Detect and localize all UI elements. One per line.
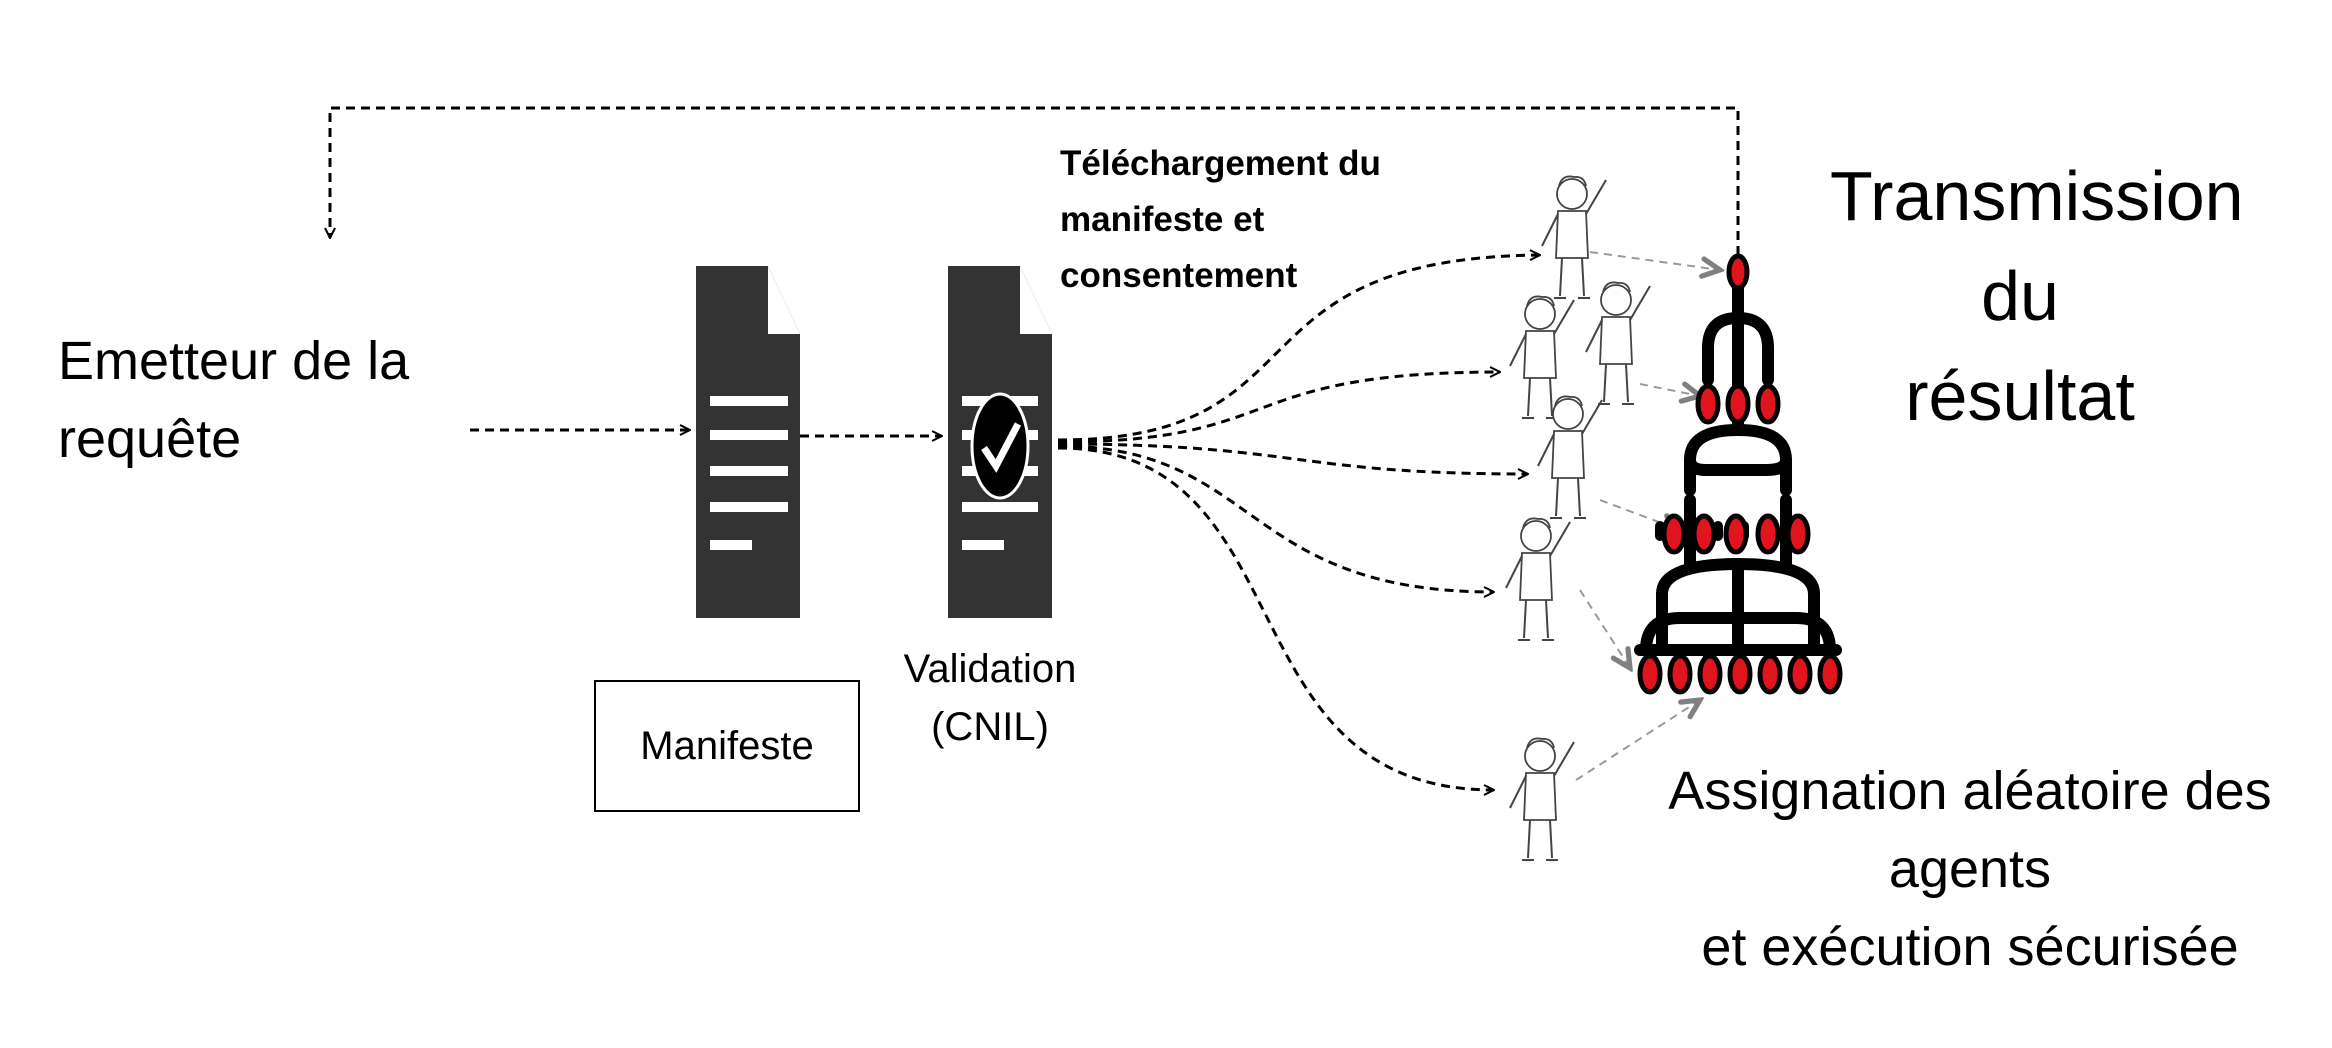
agents-group (1505, 175, 1651, 861)
transmission-label-line: Transmission (1830, 157, 2244, 235)
person-icon (1537, 395, 1603, 519)
validation-label-line: Validation (903, 647, 1077, 691)
certified-document-icon (948, 266, 1052, 618)
assignment-label: Assignation aléatoire des agents et exéc… (1630, 752, 2310, 986)
download-label-line: manifeste et (1060, 200, 1265, 239)
download-label: Téléchargement du manifeste et consentem… (1060, 136, 1381, 304)
transmission-label: Transmission du résultat (1830, 146, 2244, 446)
assignment-label-line: Assignation aléatoire des (1668, 761, 2272, 821)
download-label-line: consentement (1060, 256, 1298, 295)
agent-fanout-arrows (1057, 255, 1540, 790)
person-icon (1509, 737, 1575, 861)
person-icon (1505, 517, 1571, 641)
validation-label: Validation (CNIL) (880, 640, 1100, 756)
issuer-label: Emetteur de la requête (58, 322, 409, 478)
download-label-line: Téléchargement du (1060, 144, 1381, 183)
document-icon (696, 266, 800, 618)
assignment-label-line: agents (1888, 839, 2052, 899)
transmission-label-line: du (1981, 257, 2059, 335)
manifest-box: Manifeste (594, 680, 860, 812)
manifest-label: Manifeste (640, 723, 814, 768)
tree-network-icon (1634, 253, 1843, 695)
feedback-loop-arrow (330, 106, 1740, 270)
issuer-label-line: requête (58, 409, 242, 469)
person-icon (1585, 281, 1651, 405)
assignment-label-line: et exécution sécurisée (1701, 917, 2239, 977)
issuer-label-line: Emetteur de la (58, 331, 410, 391)
transmission-label-line: résultat (1905, 357, 2135, 435)
validation-label-line: (CNIL) (931, 705, 1049, 749)
